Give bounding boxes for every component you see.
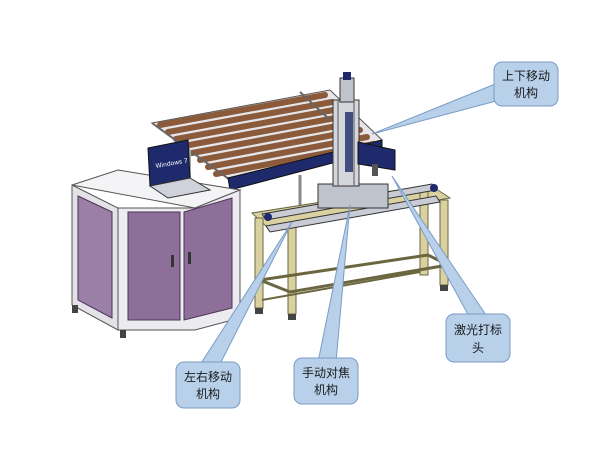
callout-vertical-line1: 上下移动 [502, 69, 550, 83]
callout-vertical-line2: 机构 [514, 85, 538, 100]
laser-head [357, 141, 396, 176]
callout-head-line1: 激光打标 [454, 323, 502, 337]
control-cabinet [71, 169, 242, 338]
vertical-axis-column [332, 72, 360, 187]
callout-lateral-line1: 左右移动 [184, 369, 232, 384]
callout-head-line2: 头 [472, 341, 484, 355]
cabinet-side-panel [77, 195, 113, 319]
laptop-keyboard [148, 177, 212, 199]
lateral-rails [261, 183, 441, 233]
pointer-vertical [371, 81, 501, 135]
callout-head: 激光打标 头 [445, 313, 511, 363]
callout-focus: 手动对焦 机构 [293, 357, 359, 405]
callout-focus-line2: 机构 [314, 382, 338, 397]
laptop: Windows 7 [147, 139, 212, 199]
cabinet-door-right [183, 197, 233, 321]
callout-lateral-line2: 机构 [196, 386, 220, 401]
callout-vertical: 上下移动 机构 [493, 61, 559, 107]
carriage-plate [317, 183, 389, 209]
callout-focus-line1: 手动对焦 [302, 366, 350, 380]
callout-lateral: 左右移动 机构 [175, 361, 241, 409]
callout-pointers [197, 81, 501, 369]
